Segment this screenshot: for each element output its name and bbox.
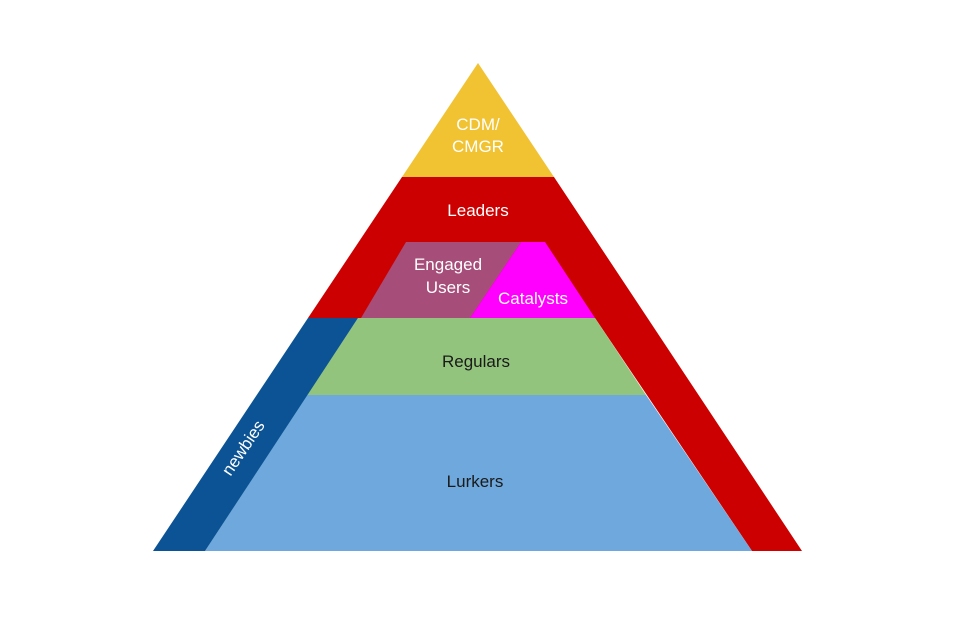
regulars-label: Regulars	[442, 352, 510, 371]
lurkers-label: Lurkers	[447, 472, 504, 491]
newbies-band	[153, 318, 358, 551]
regulars-segment	[307, 318, 646, 395]
cdm-label-line2: CMGR	[452, 137, 504, 156]
engaged-users-label-line1: Engaged	[414, 255, 482, 274]
engaged-users-segment	[361, 242, 521, 318]
lurkers-segment	[205, 395, 752, 551]
leaders-label: Leaders	[447, 201, 508, 220]
catalysts-segment	[470, 242, 595, 318]
cdm-segment	[402, 63, 554, 177]
cdm-label-line1: CDM/	[456, 115, 500, 134]
engaged-users-label-line2: Users	[426, 278, 470, 297]
catalysts-label: Catalysts	[498, 289, 568, 308]
